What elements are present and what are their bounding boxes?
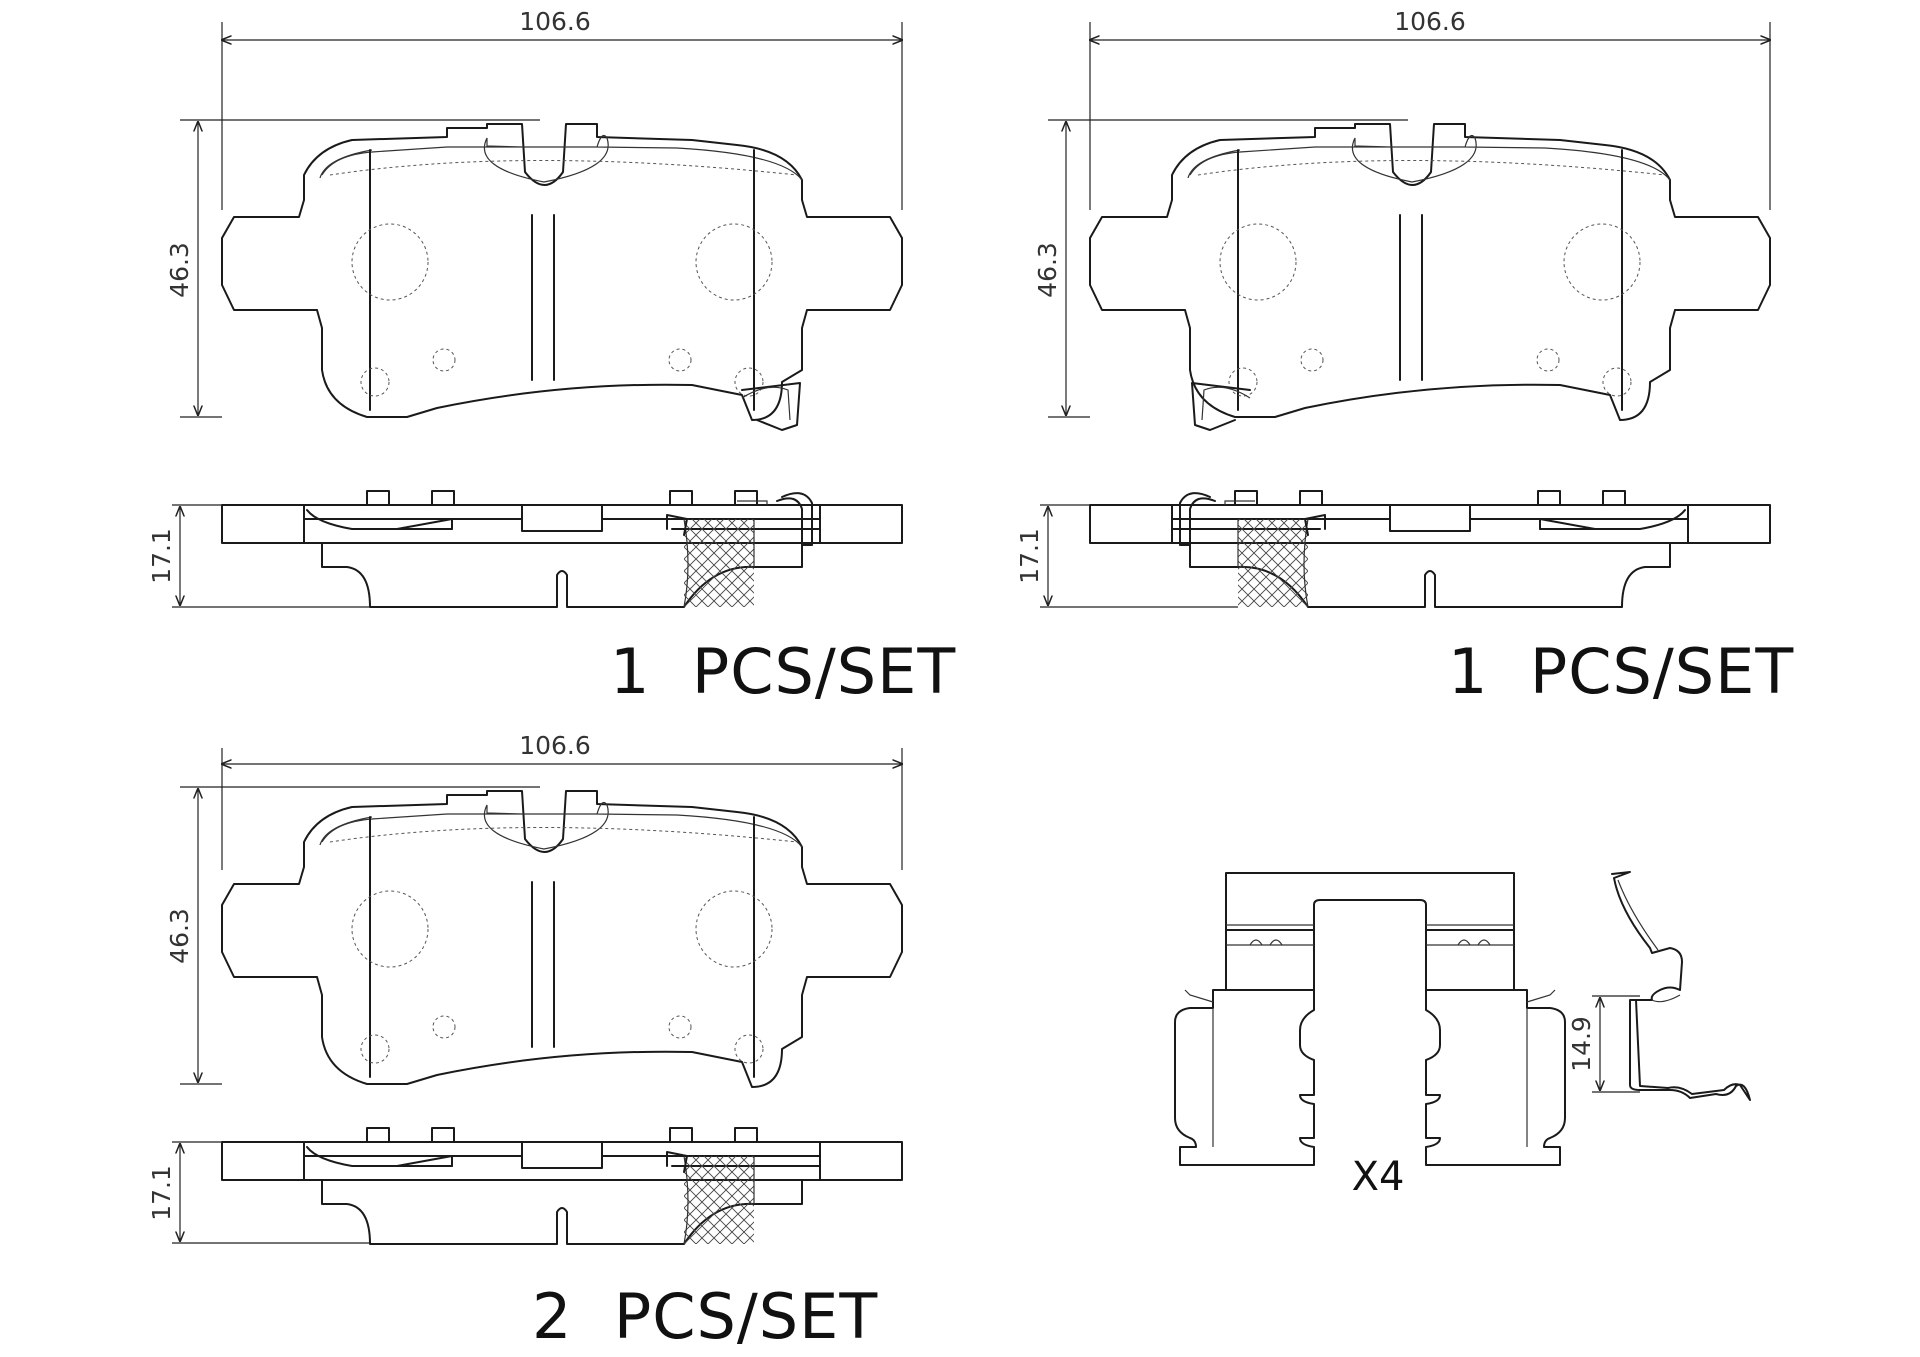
pad-3-quantity: 2 PCS/SET <box>532 1280 878 1353</box>
pad-1-side-view <box>221 490 903 608</box>
pad-2-quantity: 1 PCS/SET <box>1448 635 1794 708</box>
pad-1-thickness-dimension: 17.1 <box>147 504 370 608</box>
pad-3-width-label: 106.6 <box>519 731 591 760</box>
pad-3-height-label: 46.3 <box>165 908 194 964</box>
pad-3-width-dimension: 106.6 <box>222 731 902 870</box>
pad-1-quantity: 1 PCS/SET <box>610 635 956 708</box>
pad-1-height-dimension: 46.3 <box>165 119 540 418</box>
pad-3: 106.6 46.3 17.1 2 PCS/SET <box>147 731 902 1353</box>
pad-2-height-label: 46.3 <box>1033 242 1062 298</box>
clip-front-view: X4 <box>1174 872 1566 1200</box>
clip-quantity: X4 <box>1352 1154 1405 1200</box>
pad-1: 106.6 46.3 17.1 1 PCS/SET <box>147 7 956 708</box>
pad-1-front-view <box>221 123 903 431</box>
pad-3-height-dimension: 46.3 <box>165 786 540 1085</box>
pad-2: 106.6 46.3 17.1 1 PCS/SET <box>1015 7 1794 708</box>
pad-2-height-dimension: 46.3 <box>1033 119 1408 418</box>
clip-height-label: 14.9 <box>1567 1016 1596 1072</box>
pad-2-width-dimension: 106.6 <box>1090 7 1770 210</box>
pad-2-side-view <box>1089 490 1771 608</box>
pad-1-thickness-label: 17.1 <box>147 528 176 584</box>
clip-side-view: 14.9 <box>1567 871 1751 1101</box>
pad-3-thickness-dimension: 17.1 <box>147 1141 370 1244</box>
pad-2-thickness-dimension: 17.1 <box>1015 504 1238 608</box>
pad-2-thickness-label: 17.1 <box>1015 528 1044 584</box>
pad-1-width-dimension: 106.6 <box>222 7 902 210</box>
pad-3-thickness-label: 17.1 <box>147 1165 176 1221</box>
pad-2-width-label: 106.6 <box>1394 7 1466 36</box>
pad-3-side-view <box>221 1127 903 1245</box>
pad-2-front-view <box>1089 123 1771 431</box>
pad-1-height-label: 46.3 <box>165 242 194 298</box>
pad-1-width-label: 106.6 <box>519 7 591 36</box>
pad-3-front-view <box>221 790 903 1088</box>
